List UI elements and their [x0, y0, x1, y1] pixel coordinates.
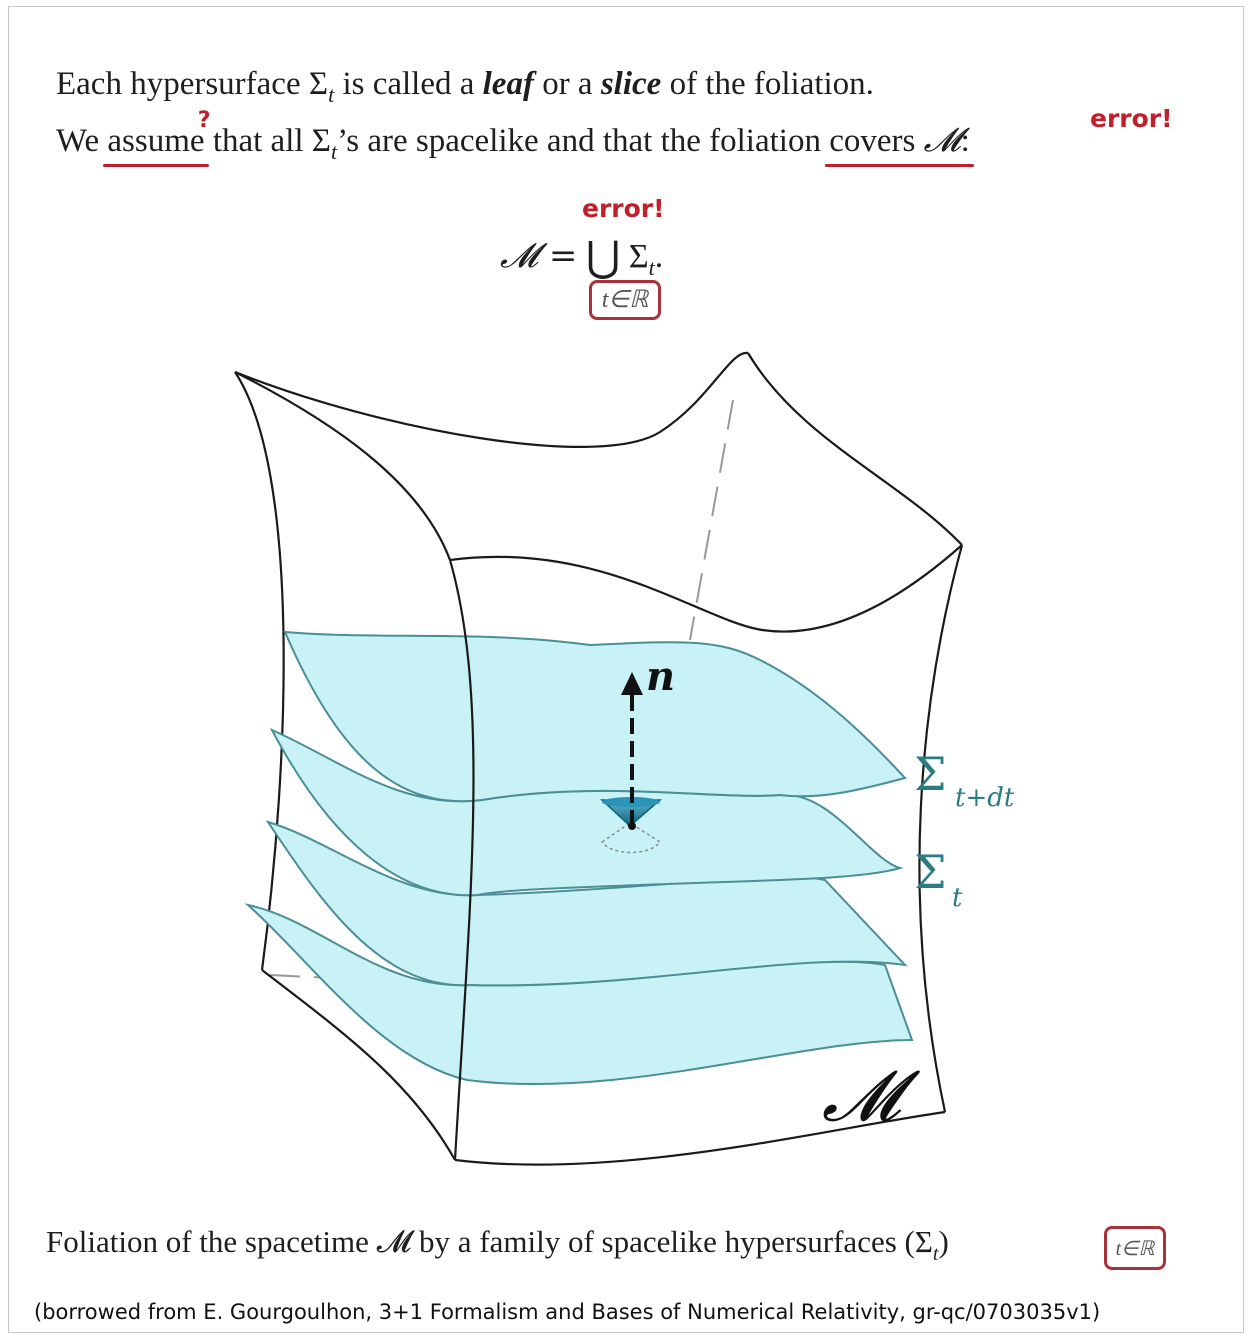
sigma-t-label: Σ: [914, 845, 947, 899]
error-annotation: error!: [1090, 104, 1173, 133]
front-edge: [448, 559, 475, 1161]
colon: :: [960, 123, 970, 159]
left-edge: [234, 371, 285, 971]
manifold-symbol: 𝓜: [923, 120, 961, 159]
bottom-front-edge: [454, 1110, 946, 1166]
union-formula: 𝓜 = ⋃ Σt.: [500, 228, 664, 281]
error-annotation: error!: [582, 194, 665, 223]
text-span: of the foliation.: [661, 66, 874, 102]
leaf-term: leaf: [482, 66, 534, 102]
assume-marked: assume?: [103, 108, 211, 167]
sigma-t-dt-label: Σ: [914, 747, 947, 801]
normal-arrowhead: [621, 672, 643, 695]
top-back-edge: [234, 351, 749, 449]
event-point: [628, 822, 636, 830]
period: .: [654, 238, 664, 275]
caption-text: Foliation of the spacetime 𝓜 by a family…: [46, 1224, 933, 1259]
figure-caption: Foliation of the spacetime 𝓜 by a family…: [46, 1224, 949, 1265]
union-index-box: t∈ℝ: [589, 280, 661, 320]
top-right-edge: [747, 352, 963, 546]
top-left-edge: [234, 371, 452, 561]
leaf-4: [244, 903, 914, 1086]
covers-marked: covers 𝓜:: [825, 120, 974, 167]
subscript: t: [932, 1243, 939, 1265]
text-span: ’s are spacelike and that the foliation: [337, 123, 830, 159]
covers-word: covers: [829, 123, 916, 159]
bottom-left-edge: [261, 969, 456, 1161]
slide-frame: [8, 6, 1244, 1333]
caption-close: ): [938, 1224, 949, 1259]
red-underline: [103, 164, 209, 167]
assume-word: assume: [107, 123, 205, 159]
right-edge: [918, 544, 964, 1113]
subscript: t: [331, 139, 338, 164]
subscript: t: [328, 82, 335, 107]
subscript: t+dt: [955, 783, 1015, 813]
sigma: Σ: [628, 238, 649, 275]
normal-label: n: [646, 653, 675, 700]
subscript: t: [648, 255, 655, 280]
union-symbol: ⋃: [585, 235, 621, 281]
leaf-sigma-t-dt: [283, 630, 907, 803]
source-credit: (borrowed from E. Gourgoulhon, 3+1 Forma…: [34, 1300, 1101, 1324]
text-span: that all Σ: [204, 123, 331, 159]
text-line-1: Each hypersurface Σt is called a leaf or…: [56, 64, 874, 107]
formula-lhs: 𝓜 =: [500, 236, 578, 276]
manifold-label: 𝓜: [822, 1055, 921, 1137]
text-span: Each hypersurface Σ: [56, 66, 329, 102]
hidden-edge: [689, 399, 734, 641]
slice-term: slice: [600, 66, 662, 102]
red-underline: [825, 164, 974, 167]
text-line-2: We assume? that all Σt’s are spacelike a…: [56, 108, 974, 167]
question-mark-annotation: ?: [197, 108, 211, 133]
caption-index-box: t∈ℝ: [1104, 1226, 1166, 1270]
text-span: or a: [533, 66, 601, 102]
top-front-edge: [449, 544, 963, 633]
subscript: t: [952, 883, 963, 913]
text-span: is called a: [334, 66, 483, 102]
text-span: We: [56, 123, 108, 159]
